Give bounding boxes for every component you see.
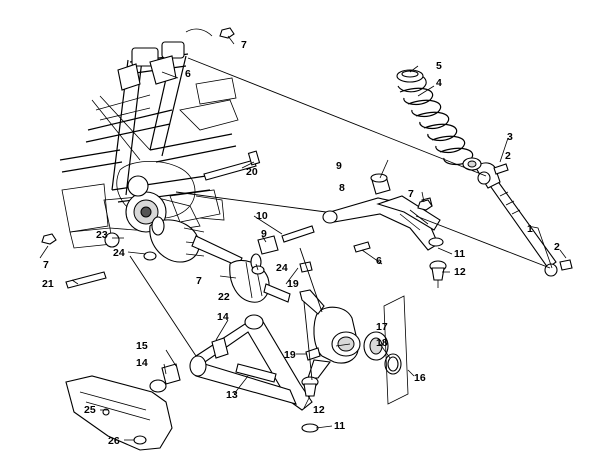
pivot-bolt-upper [281, 225, 315, 243]
callout-14: 14 [217, 311, 229, 323]
long-bolt [203, 150, 261, 181]
lower-bushings [149, 337, 229, 393]
callout-25: 25 [84, 404, 96, 416]
upper-bushing-front [257, 235, 279, 255]
skid-plate [65, 375, 173, 451]
shock-absorber [475, 162, 558, 277]
callout-16: 16 [414, 372, 426, 384]
callout-23: 23 [96, 229, 108, 241]
callout-7: 7 [43, 259, 49, 271]
callout-6: 6 [376, 255, 382, 267]
callout-21: 21 [42, 278, 54, 290]
callout-18: 18 [376, 337, 388, 349]
callout-3: 3 [507, 131, 513, 143]
callout-24: 24 [113, 247, 125, 259]
callout-5: 5 [436, 60, 442, 72]
callout-8: 8 [339, 182, 345, 194]
wheel-bearing [363, 331, 389, 361]
callout-19: 19 [284, 349, 296, 361]
callout-14: 14 [136, 357, 148, 369]
callout-24: 24 [276, 262, 288, 274]
callout-7: 7 [196, 275, 202, 287]
hub-bracket [383, 295, 409, 405]
callout-12: 12 [454, 266, 466, 278]
skid-plate-bolt [133, 435, 147, 445]
callout-1: 1 [527, 223, 533, 235]
callout-12: 12 [313, 404, 325, 416]
callout-19: 19 [287, 278, 299, 290]
lock-nuts [41, 27, 433, 245]
callout-9: 9 [261, 228, 267, 240]
callout-2: 2 [505, 150, 511, 162]
callout-7: 7 [408, 188, 414, 200]
lower-a-arm [189, 314, 313, 411]
callout-7: 7 [241, 39, 247, 51]
washer-24 [143, 251, 265, 275]
ball-joint-lower [301, 376, 319, 433]
callout-22: 22 [218, 291, 230, 303]
callout-9: 9 [336, 160, 342, 172]
callout-13: 13 [226, 389, 238, 401]
flange-bolt-21 [65, 271, 107, 289]
callout-11: 11 [334, 420, 345, 432]
circlip-upper [428, 237, 444, 247]
bolts-shock [493, 163, 573, 271]
callout-2: 2 [554, 241, 560, 253]
ball-joint-upper [429, 260, 447, 288]
steering-knuckle [299, 289, 361, 379]
assembly-arrows [129, 57, 551, 381]
cv-axle [149, 219, 291, 303]
callout-15: 15 [136, 340, 148, 352]
callout-10: 10 [256, 210, 268, 222]
upper-arm-bushing [370, 173, 391, 195]
callout-17: 17 [376, 321, 388, 333]
callout-4: 4 [436, 77, 442, 89]
callout-labels: 1 2 2 3 4 5 6 6 7 7 7 7 8 9 9 10 11 11 1… [42, 39, 560, 447]
shock-bushing [462, 157, 482, 171]
spring-retainer [396, 69, 424, 83]
callout-26: 26 [108, 435, 120, 447]
vehicle-frame [59, 28, 239, 249]
bearing-circlip [384, 353, 402, 375]
callout-20: 20 [246, 166, 258, 178]
leader-lines [39, 35, 567, 441]
callout-11: 11 [454, 248, 465, 260]
callout-6: 6 [185, 68, 191, 80]
